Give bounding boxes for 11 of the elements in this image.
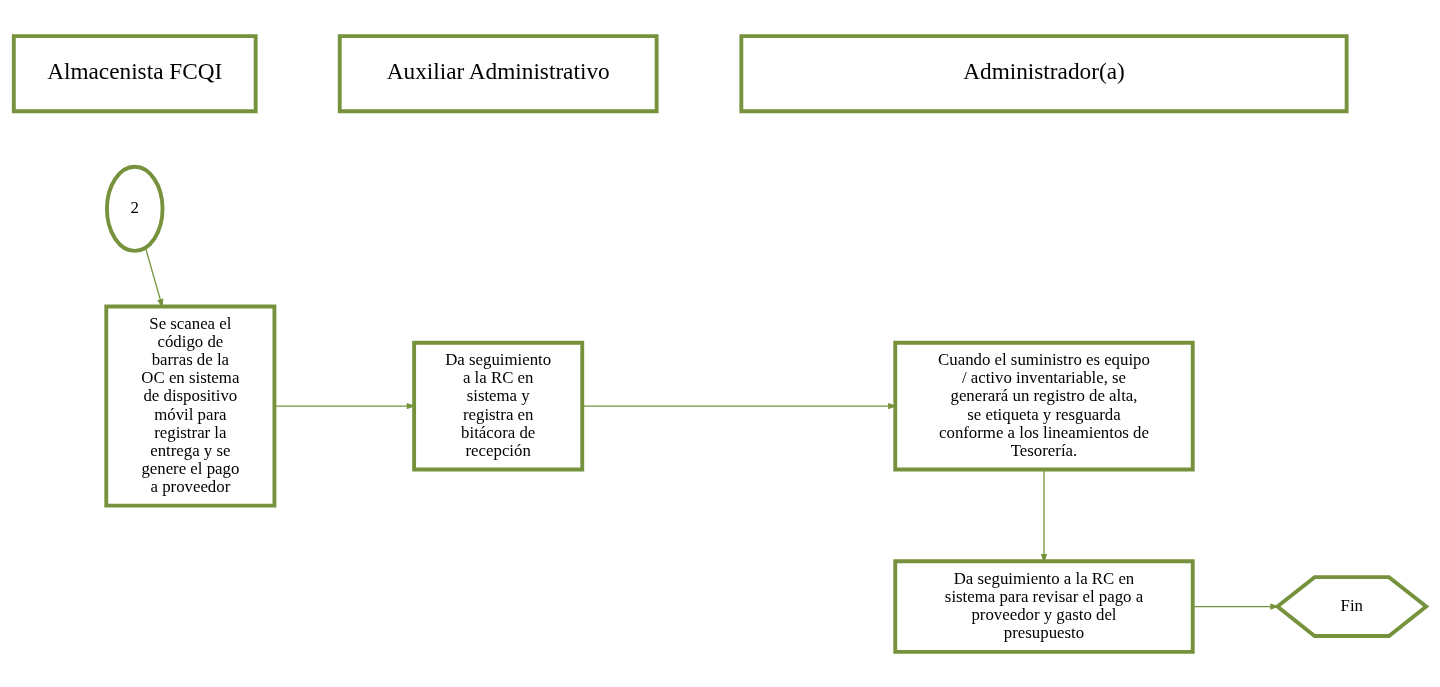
node-box: Se scanea el código de barras de la OC en sistema de dispositivo móvil para registrar la entrega y se genere el pago a proveedor (104, 304, 277, 508)
arrow (273, 402, 416, 409)
node-box: Administrador(a) (739, 33, 1349, 113)
arrow (1040, 468, 1048, 563)
node-box: Almacenista FCQI (11, 33, 258, 113)
node-ellipse: 2 (105, 164, 165, 253)
arrow (144, 246, 164, 308)
node-box: Da seguimiento a la RC en sistema y registra en bitácora de recepción (412, 340, 585, 471)
node-box: Da seguimiento a la RC en sistema para revisar el pago a proveedor y gasto del presupuesto (893, 558, 1195, 654)
node-box: Cuando el suministro es equipo / activo inventariable, se generará un registro de alta, se etiqueta y resguarda conforme a los lineamientos de Tesorería. (893, 340, 1195, 471)
node-box: Auxiliar Administrativo (337, 33, 659, 113)
